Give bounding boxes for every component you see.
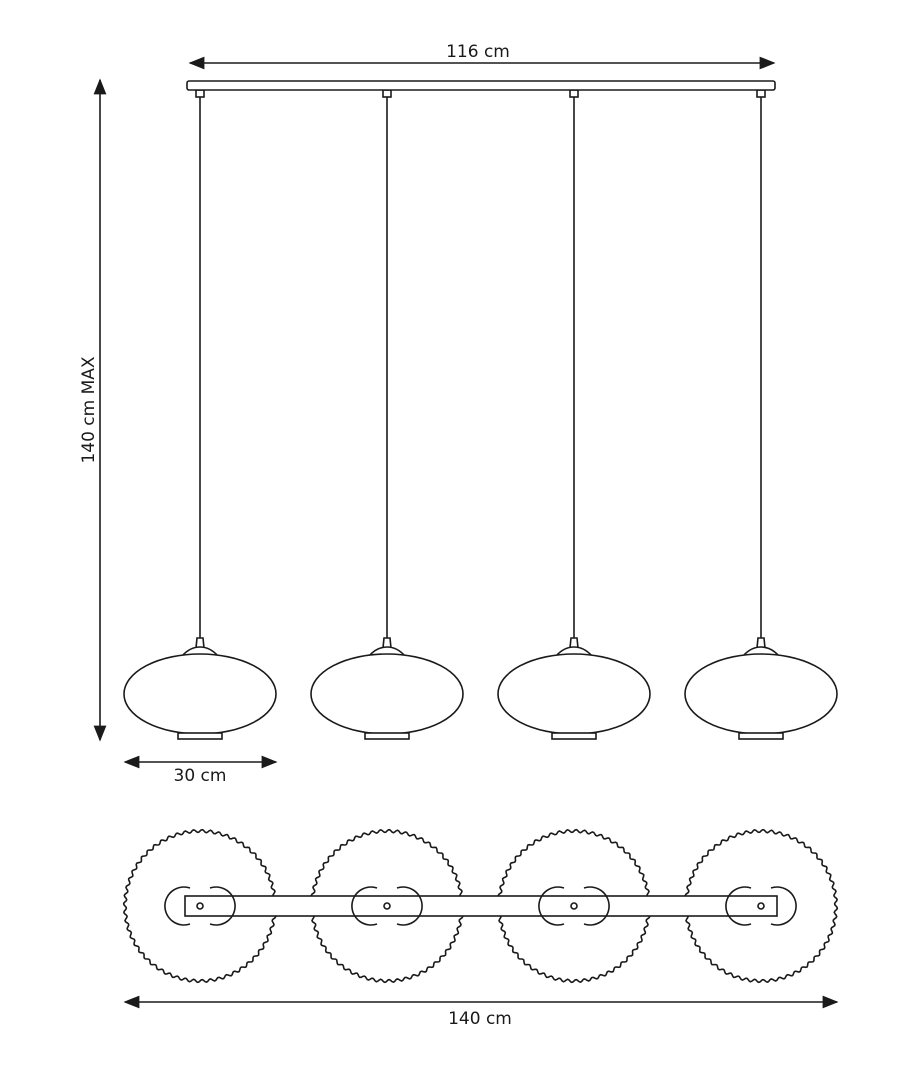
width-bar-label: 116 cm — [446, 42, 510, 62]
side-view — [123, 89, 838, 740]
pendant-lamp — [684, 89, 838, 740]
height-label: 140 cm MAX — [79, 356, 99, 463]
mount-hole — [757, 902, 765, 910]
mount-disc — [725, 886, 797, 926]
cord-mount — [164, 886, 236, 926]
cord-connector — [756, 89, 766, 98]
pendant-lamp — [123, 89, 277, 740]
mount-disc — [538, 886, 610, 926]
shade-diameter-label: 30 cm — [174, 766, 227, 786]
cord-mount — [725, 886, 797, 926]
shade-bottom-ring — [738, 732, 784, 740]
pendant-lamp — [310, 89, 464, 740]
cord-connector — [195, 89, 205, 98]
mount-hole — [570, 902, 578, 910]
mount-hole — [196, 902, 204, 910]
pendant-lamp — [497, 89, 651, 740]
shade-bottom-ring — [177, 732, 223, 740]
cord-connector — [569, 89, 579, 98]
glass-shade — [310, 653, 464, 735]
dimension-height: 140 cm MAX — [79, 78, 107, 742]
canopy-bar-top-view — [184, 895, 778, 917]
cord-mount — [351, 886, 423, 926]
mount-hole — [383, 902, 391, 910]
glass-shade — [497, 653, 651, 735]
glass-shade — [684, 653, 838, 735]
cord-mount — [538, 886, 610, 926]
dimension-width-bar: 116 cm — [188, 42, 776, 70]
top-view — [122, 828, 839, 984]
glass-shade — [123, 653, 277, 735]
dimension-total-width: 140 cm — [123, 995, 839, 1029]
shade-bottom-ring — [551, 732, 597, 740]
dimension-shade-diameter: 30 cm — [123, 755, 278, 786]
total-width-label: 140 cm — [448, 1009, 512, 1029]
shade-bottom-ring — [364, 732, 410, 740]
cord-connector — [382, 89, 392, 98]
mount-disc — [351, 886, 423, 926]
mount-disc — [164, 886, 236, 926]
ceiling-canopy-bar — [186, 80, 776, 91]
